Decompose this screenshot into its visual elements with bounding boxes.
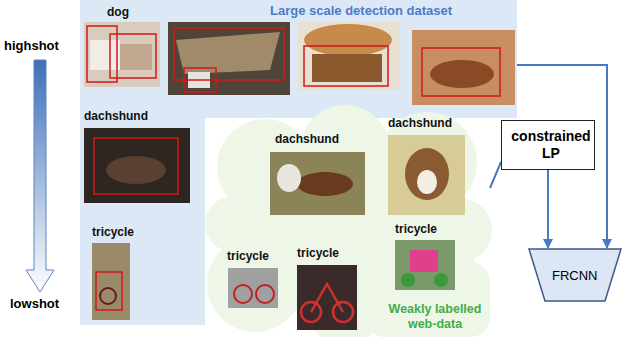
photo-bg: [84, 128, 190, 203]
class-label: tricycle: [92, 225, 134, 239]
bbox: [96, 272, 122, 310]
photo: [228, 268, 278, 308]
photo: [395, 240, 455, 290]
photo: [84, 128, 190, 203]
shot-arrow: [26, 60, 54, 292]
photo-bg: [388, 135, 465, 215]
class-label: dachshund: [84, 109, 148, 123]
photo-bg: [297, 265, 357, 330]
trapezoid-outline: [529, 249, 621, 301]
photo-bg: [228, 268, 278, 308]
network-trapezoid: FRCNN: [528, 248, 622, 302]
photo-detail: [417, 170, 437, 194]
photo: [412, 30, 515, 105]
photo-detail: [430, 60, 494, 88]
photo-bg: [168, 22, 290, 95]
photo: [298, 22, 400, 90]
class-label: tricycle: [395, 222, 437, 236]
photo-detail: [100, 288, 116, 304]
photo-bg: [298, 22, 400, 90]
photo-detail: [312, 54, 382, 82]
photo-detail: [234, 285, 252, 303]
class-label: dachshund: [388, 116, 452, 130]
photo-detail: [405, 148, 449, 200]
photo-bg: [270, 152, 365, 215]
photo-detail: [277, 164, 301, 192]
photo-detail: [410, 250, 438, 272]
axis-label: lowshot: [10, 296, 59, 311]
class-label: tricycle: [297, 246, 339, 260]
photo-detail: [297, 172, 353, 196]
bbox: [174, 28, 284, 80]
photo-bg: [395, 240, 455, 290]
bbox: [304, 46, 388, 86]
photo-detail: [401, 273, 415, 287]
photo-bg: [92, 243, 130, 320]
web-data-cloud: dachshund dachshund tricycle tricycle tricyc…: [205, 112, 490, 337]
photo: [84, 22, 160, 87]
photo: [297, 265, 357, 330]
region-title: Large scale detection dataset: [270, 3, 452, 18]
photo-detail: [256, 285, 274, 303]
connector: [547, 170, 549, 248]
cloud-title: Weakly labelled web-data: [381, 302, 489, 332]
bbox: [184, 68, 216, 92]
connector: [490, 162, 501, 188]
axis-label: highshot: [4, 38, 59, 53]
photo: [168, 22, 290, 95]
bbox: [110, 34, 156, 78]
photo-bg: [84, 22, 160, 87]
bbox: [422, 48, 500, 96]
photo: [92, 243, 130, 320]
photo: [388, 135, 465, 215]
photo-bg: [412, 30, 515, 105]
photo-detail: [90, 40, 120, 70]
class-label: dog: [107, 5, 129, 19]
box-label: FRCNN: [552, 268, 598, 283]
photo-detail: [304, 24, 392, 56]
photo-detail: [120, 44, 152, 70]
bbox: [94, 138, 178, 194]
cloud-fill: [205, 105, 492, 337]
photo: [270, 152, 365, 215]
photo-detail: [311, 284, 343, 312]
class-label: dachshund: [275, 132, 339, 146]
photo-detail: [106, 156, 166, 184]
box-label: constrained LP: [508, 128, 594, 162]
photo-detail: [434, 273, 448, 287]
class-label: tricycle: [227, 249, 269, 263]
process-box: constrained LP: [501, 120, 595, 170]
